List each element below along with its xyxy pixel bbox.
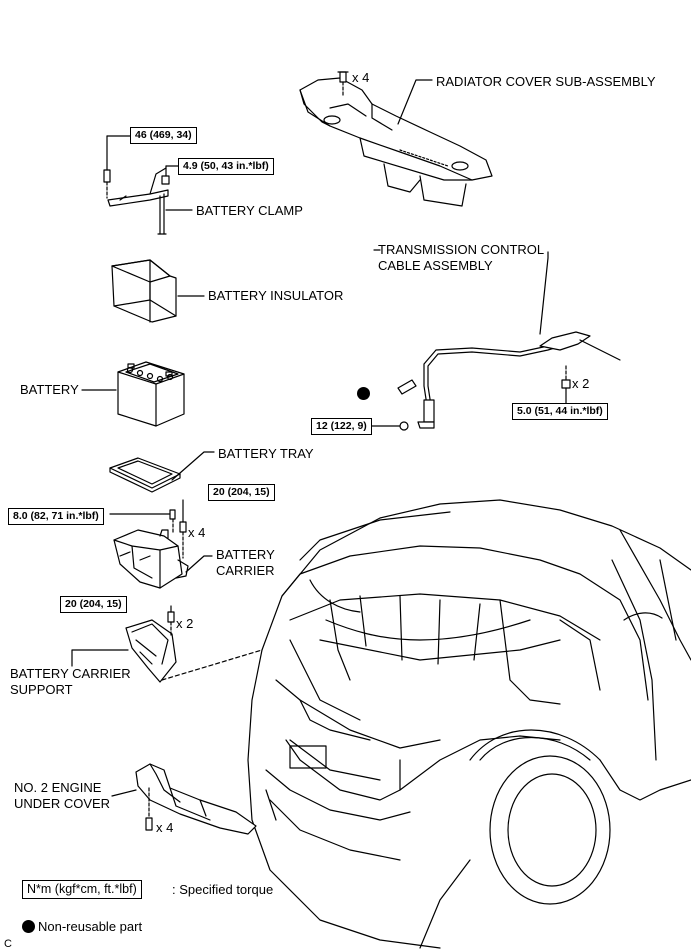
transmission-cable-label-line1: TRANSMISSION CONTROL [378, 242, 545, 257]
nonreusable-marker-icon [357, 387, 370, 400]
torque-trans-nut: 12 (122, 9) [311, 418, 372, 435]
engine-under-cover-part [135, 763, 257, 835]
battery-insulator-part [111, 259, 177, 323]
under-cover-quantity: x 4 [156, 820, 174, 835]
transmission-cable-label-line2: CABLE ASSEMBLY [378, 258, 493, 273]
trans-quantity: x 2 [572, 376, 590, 391]
carrier-bolt-icon [179, 499, 187, 559]
trans-nut-icon [561, 365, 571, 405]
battery-clamp-label: BATTERY CLAMP [196, 203, 303, 218]
carrier-support-label-line2: SUPPORT [10, 682, 73, 697]
engine-under-cover-label-line2: UNDER COVER [14, 796, 111, 811]
battery-carrier-label-line1: BATTERY [216, 547, 275, 562]
engine-under-cover-label-line1: NO. 2 ENGINE [14, 780, 102, 795]
radiator-quantity: x 4 [352, 70, 370, 85]
transmission-cable-part [397, 331, 621, 429]
torque-clamp-bolt: 46 (469, 34) [130, 127, 197, 144]
radiator-cover-part [299, 77, 493, 207]
radiator-clip-icon [337, 71, 349, 97]
legend-torque-format: N*m (kgf*cm, ft.*lbf) [22, 880, 142, 899]
torque-carrier-upper: 20 (204, 15) [208, 484, 275, 501]
radiator-cover-label: RADIATOR COVER SUB-ASSEMBLY [436, 74, 656, 89]
battery-clamp-part [107, 167, 169, 235]
battery-part [117, 361, 185, 427]
support-bolt-icon [167, 605, 175, 637]
trans-bolt-icon [369, 421, 409, 431]
battery-label: BATTERY [20, 382, 79, 397]
torque-trans-bracket: 5.0 (51, 44 in.*lbf) [512, 403, 608, 420]
legend-torque-desc: : Specified torque [172, 882, 274, 897]
legend-nonreusable-label: Non-reusable part [38, 919, 143, 934]
legend-nonreusable-icon [22, 920, 35, 933]
carrier-small-bolt-icon [109, 509, 176, 535]
battery-carrier-part [113, 529, 189, 589]
torque-support: 20 (204, 15) [60, 596, 127, 613]
battery-carrier-support-part [125, 619, 177, 683]
clamp-bolt-icon [103, 135, 131, 199]
battery-tray-label: BATTERY TRAY [218, 446, 314, 461]
battery-carrier-label-line2: CARRIER [216, 563, 275, 578]
vehicle-front-illustration [247, 499, 691, 949]
corner-code: C [4, 938, 12, 950]
carrier-support-label-line1: BATTERY CARRIER [10, 666, 131, 681]
under-cover-bolt-icon [145, 787, 153, 831]
torque-clamp-nut: 4.9 (50, 43 in.*lbf) [178, 158, 274, 175]
carrier-quantity: x 4 [188, 525, 206, 540]
support-quantity: x 2 [176, 616, 194, 631]
battery-tray-part [109, 457, 181, 493]
battery-insulator-label: BATTERY INSULATOR [208, 288, 344, 303]
torque-carrier-small: 8.0 (82, 71 in.*lbf) [8, 508, 104, 525]
clamp-nut-icon [161, 165, 179, 185]
